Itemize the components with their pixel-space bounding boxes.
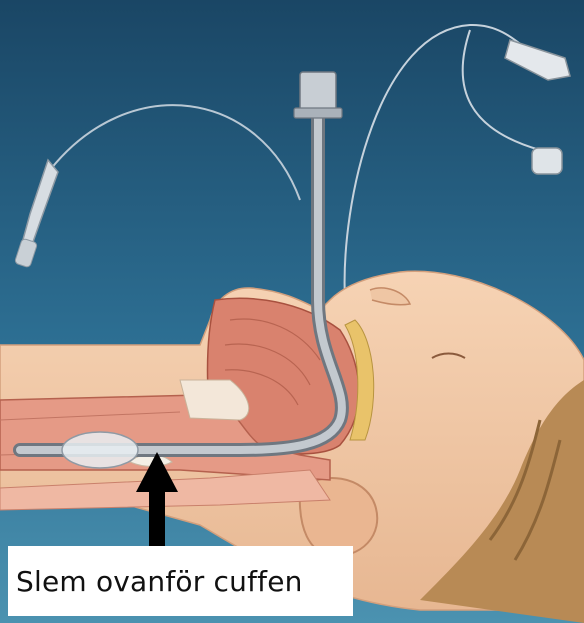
cuff — [62, 432, 138, 468]
caption-label: Slem ovanför cuffen — [8, 546, 353, 616]
